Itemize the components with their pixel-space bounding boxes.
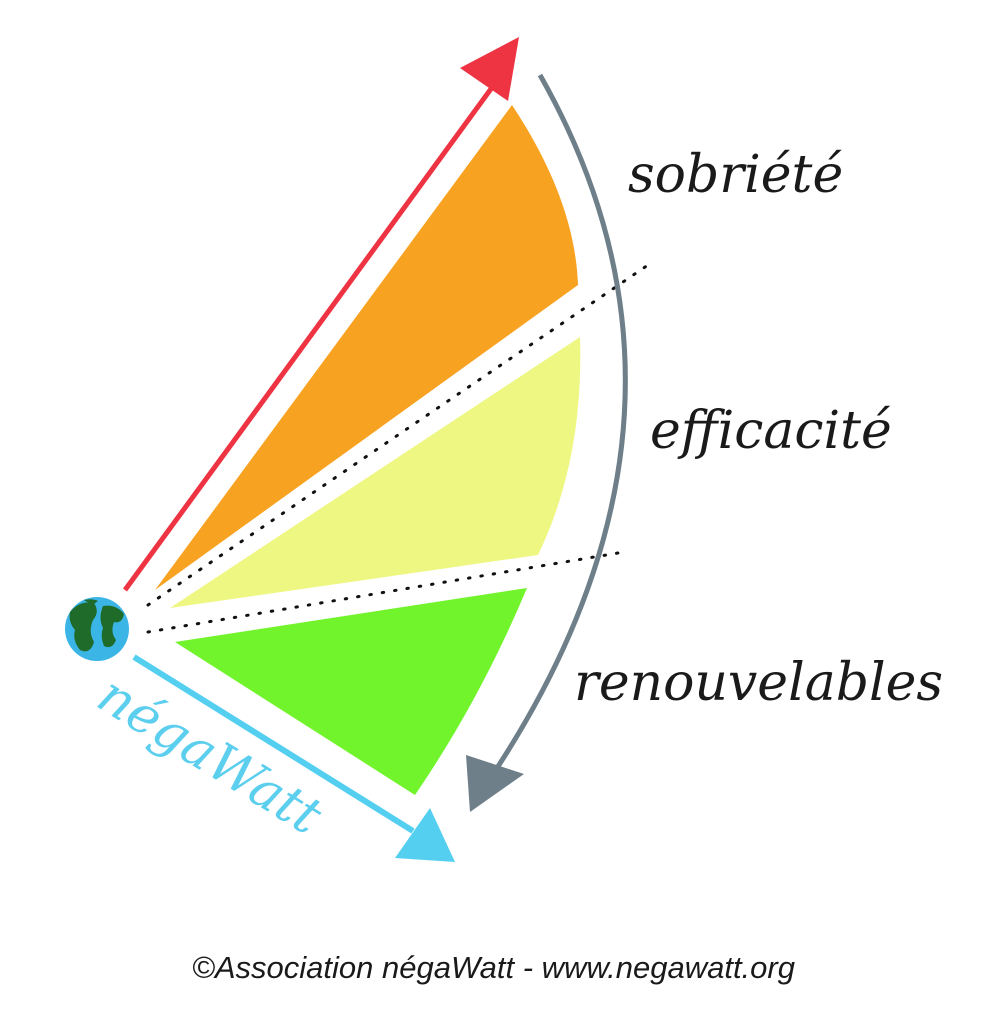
sobriete-wedge	[155, 105, 578, 590]
label-efficacite: efficacité	[650, 401, 892, 461]
red-arrow-shaft	[122, 80, 499, 592]
copyright-footer: ©Association négaWatt - www.negawatt.org	[192, 950, 795, 985]
label-renouvelables: renouvelables	[574, 653, 943, 713]
divider-bottom	[146, 551, 620, 634]
blue-arrowhead	[395, 808, 455, 862]
renouvelables-wedge	[175, 588, 527, 795]
earth-globe-icon	[65, 597, 129, 661]
red-arrowhead	[460, 37, 519, 101]
label-sobriete: sobriété	[628, 145, 843, 205]
divider-top	[146, 263, 650, 607]
curved-arrowhead	[466, 755, 524, 812]
curved-arrow-shaft	[494, 73, 628, 770]
blue-arrow-shaft	[132, 654, 415, 834]
efficacite-wedge	[170, 337, 581, 608]
